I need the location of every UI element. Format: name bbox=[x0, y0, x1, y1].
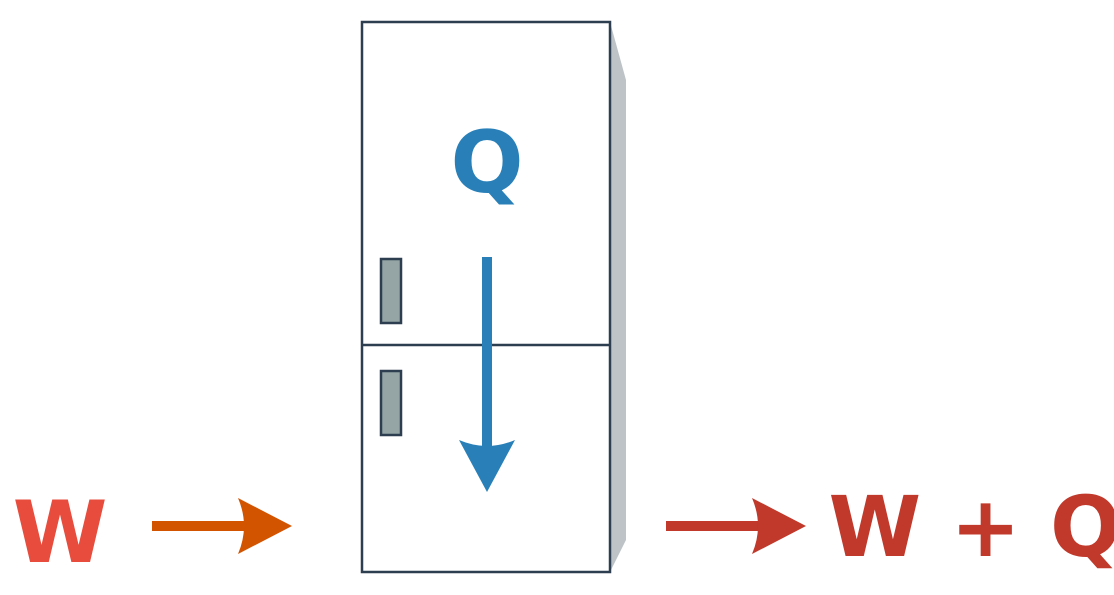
heat-flow-arrow bbox=[459, 257, 515, 492]
output-arrow bbox=[666, 498, 806, 554]
work-input-arrow bbox=[152, 498, 292, 554]
lower-door-handle bbox=[379, 369, 403, 437]
output-label: W + Q bbox=[829, 478, 1114, 576]
heat-label: Q bbox=[450, 113, 523, 213]
fridge-side-panel bbox=[610, 22, 626, 572]
upper-door-handle bbox=[379, 257, 403, 325]
refrigerator-icon bbox=[360, 20, 626, 574]
work-input-label: W bbox=[13, 483, 108, 583]
